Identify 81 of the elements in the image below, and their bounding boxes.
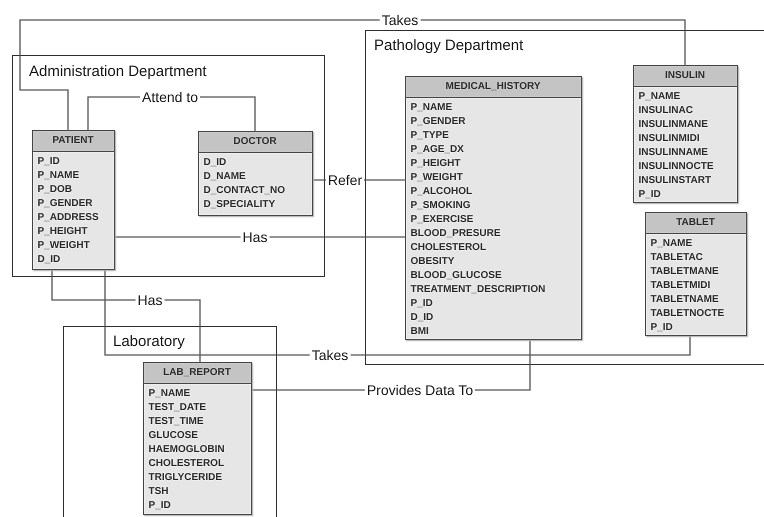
field-name: CHOLESTEROL — [410, 242, 486, 252]
field-name: P_NAME — [650, 238, 692, 248]
table-header: PATIENT — [32, 130, 114, 152]
department-title: Laboratory — [113, 333, 185, 350]
field-name: P_ID — [650, 322, 673, 332]
entity-table — [404, 76, 582, 340]
field-name: TRIGLYCERIDE — [148, 472, 222, 482]
field-name: P_ID — [38, 156, 60, 166]
department-boundary — [63, 326, 277, 517]
table-header: LAB_REPORT — [144, 362, 250, 384]
department-boundary — [365, 30, 764, 365]
field-name: D_CONTACT_NO — [204, 184, 285, 196]
field-name: TREATMENT_DESCRIPTION — [410, 284, 546, 294]
field-name: TEST_TIME — [148, 416, 204, 426]
field-name: P_ALCOHOL — [410, 186, 472, 196]
field-name: P_EXERCISE — [410, 214, 474, 224]
field-name: P_DOB — [38, 184, 72, 194]
field-name: INSULINAC — [638, 104, 693, 116]
edge-label: Provides Data To — [364, 382, 476, 398]
field-name: INSULINNAME — [638, 146, 708, 158]
field-name: D_ID — [204, 156, 226, 168]
relationship-line — [19, 19, 686, 130]
field-name: TABLETAC — [650, 252, 703, 262]
field-name: P_SMOKING — [410, 200, 471, 210]
table-header: TABLET — [646, 212, 746, 234]
field-name: TSH — [148, 486, 168, 496]
field-name: TEST_DATE — [148, 402, 206, 412]
entity-table — [198, 130, 312, 216]
field-name: TABLETMANE — [650, 266, 719, 276]
field-name: P_ID — [638, 188, 661, 200]
field-name: P_HEIGHT — [38, 226, 88, 236]
entity-table — [142, 362, 252, 514]
field-name: P_ID — [410, 298, 433, 308]
field-name: D_ID — [38, 254, 60, 264]
field-name: P_GENDER — [410, 116, 466, 126]
field-name: TABLETMIDI — [650, 280, 710, 290]
field-name: P_HEIGHT — [410, 158, 461, 168]
edge-label: Takes — [380, 12, 420, 28]
field-name: TABLETNAME — [650, 294, 719, 304]
field-name: INSULINSTART — [638, 174, 712, 186]
field-name: P_GENDER — [38, 198, 93, 208]
field-name: BLOOD_PRESURE — [410, 228, 501, 238]
field-name: BLOOD_GLUCOSE — [410, 270, 502, 280]
field-name: HAEMOGLOBIN — [148, 444, 225, 454]
table-header: INSULIN — [634, 66, 736, 86]
department-title: Administration Department — [29, 63, 207, 80]
field-name: INSULINMANE — [638, 118, 708, 130]
field-name: P_TYPE — [410, 130, 449, 140]
field-name: BMI — [410, 326, 429, 336]
edge-label: Refer — [326, 172, 364, 188]
entity-table — [32, 130, 114, 270]
entity-table — [644, 212, 746, 336]
field-name: CHOLESTEROL — [148, 458, 224, 468]
field-name: P_ADDRESS — [38, 212, 99, 222]
field-name: D_NAME — [204, 170, 246, 182]
field-name: INSULINNOCTE — [638, 160, 714, 172]
field-name: OBESITY — [410, 256, 454, 266]
department-boundary — [12, 55, 325, 277]
edge-label: Has — [136, 292, 164, 308]
relationship-line — [104, 270, 691, 356]
field-name: P_AGE_DX — [410, 144, 464, 154]
field-name: P_NAME — [638, 90, 680, 102]
field-name: P_WEIGHT — [410, 172, 463, 182]
field-name: P_NAME — [148, 388, 190, 398]
field-name: INSULINMIDI — [638, 132, 700, 144]
field-name: D_SPECIALITY — [204, 198, 276, 210]
entity-table — [632, 64, 738, 202]
edge-label: Attend to — [140, 89, 200, 105]
table-header: DOCTOR — [198, 132, 312, 152]
field-name: GLUCOSE — [148, 430, 198, 440]
department-title: Pathology Department — [374, 37, 524, 54]
field-name: P_ID — [148, 500, 171, 510]
edge-label: Has — [240, 229, 270, 245]
field-name: P_NAME — [38, 170, 80, 180]
field-name: TABLETNOCTE — [650, 308, 724, 318]
relationship-line — [115, 236, 405, 238]
edge-label: Takes — [310, 347, 350, 363]
field-name: P_NAME — [410, 102, 452, 112]
field-name: D_ID — [410, 312, 434, 322]
field-name: P_WEIGHT — [38, 240, 90, 250]
table-header: MEDICAL_HISTORY — [406, 76, 580, 98]
